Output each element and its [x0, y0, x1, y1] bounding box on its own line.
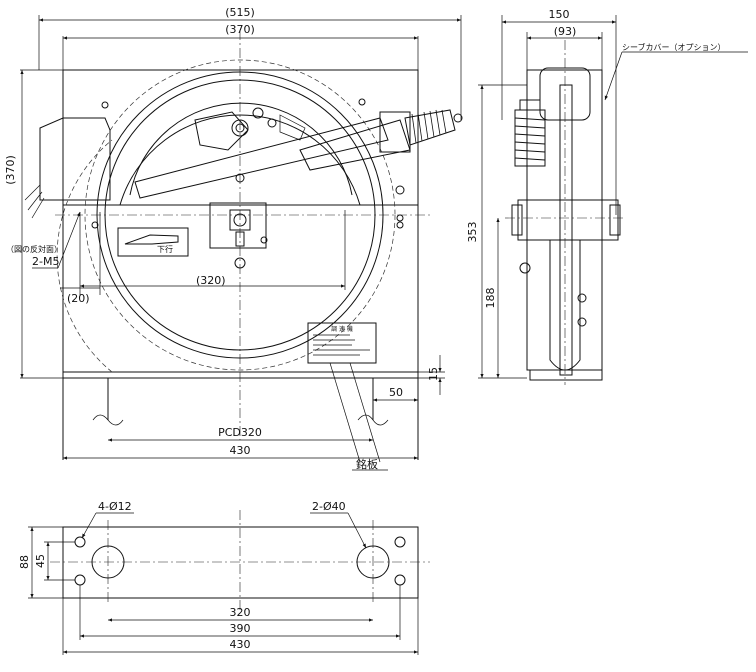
dim-pcd: PCD320 — [218, 426, 262, 439]
dim-offset-20: (20) — [67, 292, 90, 305]
front-view: (515) (370) (370) — [4, 6, 463, 471]
dim-hole-pitch-390: 390 — [230, 622, 251, 635]
dim-shaft-width: (370) — [225, 23, 255, 36]
dim-side-inner-width: (93) — [554, 25, 577, 38]
sheave-outer — [96, 71, 384, 359]
small-holes-callout: 4-Ø12 — [98, 500, 132, 513]
dim-base-thickness: 15 — [427, 367, 440, 381]
dim-offset-50: 50 — [389, 386, 403, 399]
large-hole-left — [91, 545, 125, 579]
reverse-side-note: （図の反対面） — [6, 244, 62, 254]
base-plate — [62, 526, 419, 599]
hub-plate — [209, 202, 267, 249]
side-view: 150 (93) シーブカバー（オプション） — [466, 8, 748, 385]
direction-plate — [117, 227, 189, 257]
nameplate-heading: 調 速 機 — [331, 325, 353, 333]
dim-side-center-height: 188 — [484, 288, 497, 309]
dim-hole-spacing-v: 45 — [34, 554, 47, 568]
governor-mechanism — [101, 98, 463, 222]
dim-side-width: 150 — [549, 8, 570, 21]
dim-hole-pitch-320: 320 — [230, 606, 251, 619]
sheave-cover-label: シーブカバー（オプション） — [622, 42, 726, 52]
direction-label: 下行 — [157, 244, 173, 254]
dim-base-depth: 88 — [18, 555, 31, 569]
large-hole-right — [356, 545, 390, 579]
dim-left-height: (370) — [4, 155, 17, 185]
dim-base-width: 430 — [230, 444, 251, 457]
screw-callout: 2-M5 — [32, 255, 59, 268]
dim-overall-width: (515) — [225, 6, 255, 19]
dim-side-height: 353 — [466, 222, 479, 243]
nameplate: 調 速 機 — [307, 322, 377, 364]
frame-outline — [62, 69, 419, 379]
base-plan-view: 4-Ø12 2-Ø40 88 45 320 390 430 — [18, 500, 430, 655]
nameplate-callout: 銘板 — [356, 457, 378, 471]
dim-base-overall-430: 430 — [230, 638, 251, 651]
dim-reference-length: (320) — [196, 274, 226, 287]
switch-box — [62, 117, 111, 201]
large-holes-callout: 2-Ø40 — [312, 500, 346, 513]
